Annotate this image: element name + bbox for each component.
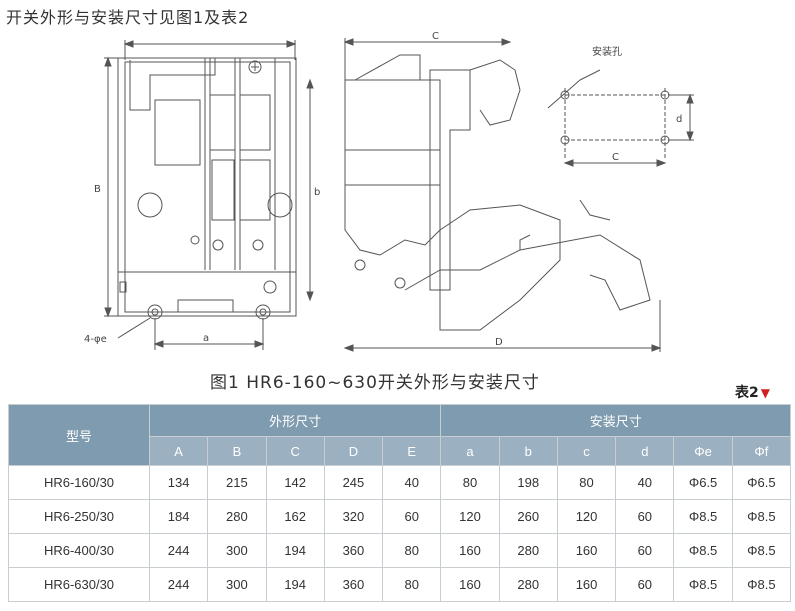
value-cell: 40: [615, 465, 675, 500]
mount-hole-view: [547, 69, 694, 167]
label-holes: 4-φe: [84, 334, 107, 345]
figure-caption: 图1 HR6-160~630开关外形与安装尺寸: [210, 373, 540, 393]
value-cell: 160: [556, 533, 617, 568]
value-cell: 120: [556, 499, 617, 534]
value-cell: 162: [265, 499, 325, 534]
side-view: [343, 38, 662, 352]
value-cell: 244: [148, 567, 209, 602]
model-header: 型号: [8, 404, 150, 466]
value-cell: 60: [615, 533, 675, 568]
model-cell: HR6-400/30: [8, 533, 150, 568]
value-cell: 280: [498, 533, 558, 568]
down-arrow-icon: ▼: [760, 386, 770, 400]
value-cell: 194: [265, 533, 325, 568]
value-cell: 60: [615, 499, 675, 534]
column-header: E: [382, 436, 442, 466]
outline-drawing: B b a 4-φe C D 安装孔 C d: [84, 31, 694, 352]
group-mount-header: 安装尺寸: [440, 404, 792, 437]
value-cell: 245: [323, 465, 384, 500]
value-cell: 280: [207, 499, 267, 534]
label-a: a: [203, 333, 209, 344]
model-cell: HR6-250/30: [8, 499, 150, 534]
value-cell: 300: [207, 533, 267, 568]
label-C: C: [432, 31, 439, 42]
label-D: D: [495, 337, 503, 348]
value-cell: 160: [440, 567, 500, 602]
value-cell: 40: [382, 465, 442, 500]
value-cell: 134: [148, 465, 209, 500]
value-cell: Φ8.5: [673, 499, 733, 534]
value-cell: Φ8.5: [673, 533, 733, 568]
column-header: d: [615, 436, 675, 466]
column-header: B: [207, 436, 267, 466]
value-cell: 260: [498, 499, 558, 534]
value-cell: 184: [148, 499, 209, 534]
value-cell: 198: [498, 465, 558, 500]
model-cell: HR6-630/30: [8, 567, 150, 602]
value-cell: 244: [148, 533, 209, 568]
front-view: [104, 40, 314, 350]
page-title: 开关外形与安装尺寸见图1及表2: [6, 8, 250, 27]
column-header: Φe: [673, 436, 733, 466]
value-cell: 80: [382, 533, 442, 568]
column-header: C: [265, 436, 325, 466]
value-cell: 194: [265, 567, 325, 602]
label-mount-c: C: [612, 152, 619, 163]
column-header: Φf: [731, 436, 792, 466]
column-header: D: [323, 436, 384, 466]
column-header: A: [148, 436, 209, 466]
column-header: b: [498, 436, 558, 466]
value-cell: Φ8.5: [731, 567, 792, 602]
value-cell: 80: [556, 465, 617, 500]
value-cell: 360: [323, 533, 384, 568]
value-cell: Φ8.5: [731, 499, 792, 534]
value-cell: 160: [556, 567, 617, 602]
column-header: a: [440, 436, 500, 466]
value-cell: 215: [207, 465, 267, 500]
value-cell: Φ8.5: [673, 567, 733, 602]
value-cell: 280: [498, 567, 558, 602]
value-cell: 80: [382, 567, 442, 602]
label-mount-d: d: [676, 114, 682, 125]
value-cell: 300: [207, 567, 267, 602]
value-cell: 80: [440, 465, 500, 500]
value-cell: 60: [382, 499, 442, 534]
value-cell: Φ8.5: [731, 533, 792, 568]
value-cell: Φ6.5: [731, 465, 792, 500]
value-cell: 360: [323, 567, 384, 602]
value-cell: 142: [265, 465, 325, 500]
group-outline-header: 外形尺寸: [148, 404, 442, 437]
value-cell: Φ6.5: [673, 465, 733, 500]
label-mount-title: 安装孔: [592, 45, 622, 58]
table-label: 表2▼: [735, 385, 770, 401]
label-b: b: [314, 187, 320, 198]
value-cell: 320: [323, 499, 384, 534]
value-cell: 160: [440, 533, 500, 568]
column-header: c: [556, 436, 617, 466]
label-B: B: [94, 184, 101, 195]
value-cell: 60: [615, 567, 675, 602]
model-cell: HR6-160/30: [8, 465, 150, 500]
value-cell: 120: [440, 499, 500, 534]
